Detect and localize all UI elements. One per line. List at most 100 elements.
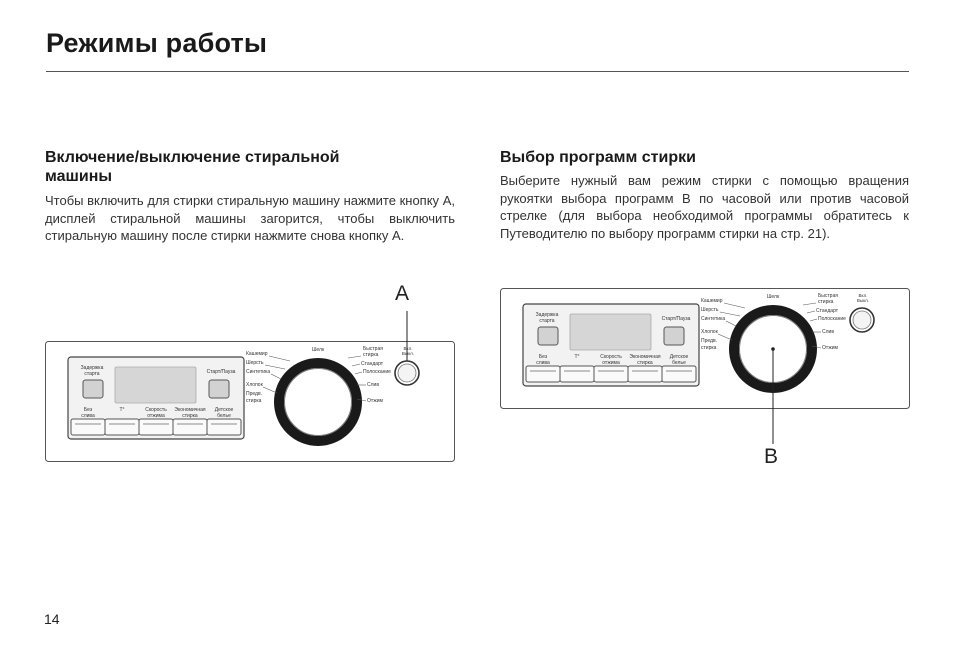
page-title: Режимы работы: [46, 28, 268, 58]
function-button: [593, 365, 629, 383]
program-label-left: стирка: [701, 345, 717, 351]
program-label-left: Шерсть: [701, 307, 719, 313]
program-section-heading: Выбор программ стирки: [500, 149, 696, 166]
program-label-top: Шелк: [312, 347, 325, 353]
program-leader-line: [811, 345, 822, 349]
power-heading-line-2: машины: [45, 168, 113, 185]
delay-start-label-line: старта: [539, 318, 554, 324]
power-button-label: Вкл.Выкл.: [402, 346, 414, 356]
function-button-label-line: Скорость: [600, 354, 622, 360]
function-button: [661, 365, 697, 383]
power-button-inner: [852, 310, 872, 330]
program-leader-line: [725, 320, 737, 327]
start-pause-button: [208, 379, 230, 399]
program-label-right: стирка: [363, 352, 379, 358]
panel-display: [114, 366, 197, 404]
program-label-right: Быстрая: [818, 293, 838, 299]
program-leader-line: [809, 318, 818, 322]
power-section-heading: Включение/выключение стиральной машины: [45, 148, 339, 186]
function-button-label-line: белье: [672, 360, 686, 366]
function-button-label: T°: [574, 354, 579, 360]
program-label-right: Отжим: [822, 345, 838, 351]
function-button-label-line: Скорость: [145, 407, 167, 413]
program-label-right: Отжим: [367, 398, 383, 404]
program-label-right: Стандарт: [816, 308, 839, 314]
program-leader-line: [806, 310, 816, 314]
function-button-label-line: белье: [217, 413, 231, 419]
function-button: [627, 365, 663, 383]
power-section-text: Чтобы включить для стирки стиральную маш…: [45, 193, 455, 243]
page-number: 14: [44, 611, 60, 627]
program-leader-line: [347, 355, 362, 359]
function-button-label-line: Без: [84, 407, 93, 413]
function-button-label-line: отжима: [147, 413, 165, 419]
program-label-right: Слив: [822, 329, 834, 335]
power-button-label-line: Выкл.: [402, 351, 414, 356]
program-label-top: Шелк: [767, 294, 780, 300]
program-label-left: Предв.: [246, 391, 262, 397]
program-label-right: Быстрая: [363, 346, 383, 352]
program-label-left: Предв.: [701, 338, 717, 344]
function-button-label-line: Экономичная: [629, 354, 661, 360]
program-leader-line: [351, 363, 361, 367]
function-button-label-line: Экономичная: [174, 407, 206, 413]
function-button-label-line: T°: [119, 407, 124, 413]
panel-display: [569, 313, 652, 351]
program-label-left: Синтетика: [701, 316, 725, 322]
program-dial-inner-edge: [284, 368, 352, 436]
program-leader-line: [717, 333, 733, 341]
program-leader-line: [723, 302, 746, 309]
function-button-label-line: слива: [536, 360, 550, 366]
delay-start-label-line: старта: [84, 371, 99, 377]
power-button-label-line: Вкл.: [859, 293, 868, 298]
program-label-left: Хлопок: [701, 329, 719, 335]
program-label-left: Хлопок: [246, 382, 264, 388]
program-label-left: Кашемир: [246, 351, 268, 357]
program-label-left: Шерсть: [246, 360, 264, 366]
function-button: [559, 365, 595, 383]
power-heading-line-1: Включение/выключение стиральной: [45, 149, 340, 166]
program-leader-line: [356, 398, 367, 402]
program-label-right: Слив: [367, 382, 379, 388]
function-button: [104, 418, 140, 436]
function-button-label-line: Без: [539, 354, 548, 360]
program-leader-line: [354, 371, 363, 375]
power-button-inner: [397, 363, 417, 383]
program-label-left: Кашемир: [701, 298, 723, 304]
callout-letter-b: B: [764, 445, 779, 468]
power-button-label-line: Выкл.: [857, 298, 869, 303]
function-button: [525, 365, 561, 383]
program-leader-line: [262, 386, 278, 394]
function-button-label-line: Детское: [670, 354, 689, 360]
function-button-label-line: стирка: [637, 360, 653, 366]
function-button-label-line: Детское: [215, 407, 234, 413]
program-leader-line: [264, 364, 286, 370]
function-button-label-line: стирка: [182, 413, 198, 419]
program-label-left: Синтетика: [246, 369, 270, 375]
function-button: [206, 418, 242, 436]
function-button: [138, 418, 174, 436]
power-button-label: Вкл.Выкл.: [857, 293, 869, 303]
function-button: [70, 418, 106, 436]
function-button-label-line: слива: [81, 413, 95, 419]
function-button: [172, 418, 208, 436]
delay-start-button: [82, 379, 104, 399]
function-button-label: T°: [119, 407, 124, 413]
program-leader-line: [802, 302, 817, 306]
callout-letter-a: A: [395, 282, 410, 305]
program-label-right: Полоскание: [363, 369, 391, 375]
start-pause-label: Старт/Пауза: [207, 369, 236, 375]
program-label-left: стирка: [246, 398, 262, 404]
program-dial-ring: [274, 358, 362, 446]
program-label-right: стирка: [818, 299, 834, 305]
program-label-right: Полоскание: [818, 316, 846, 322]
